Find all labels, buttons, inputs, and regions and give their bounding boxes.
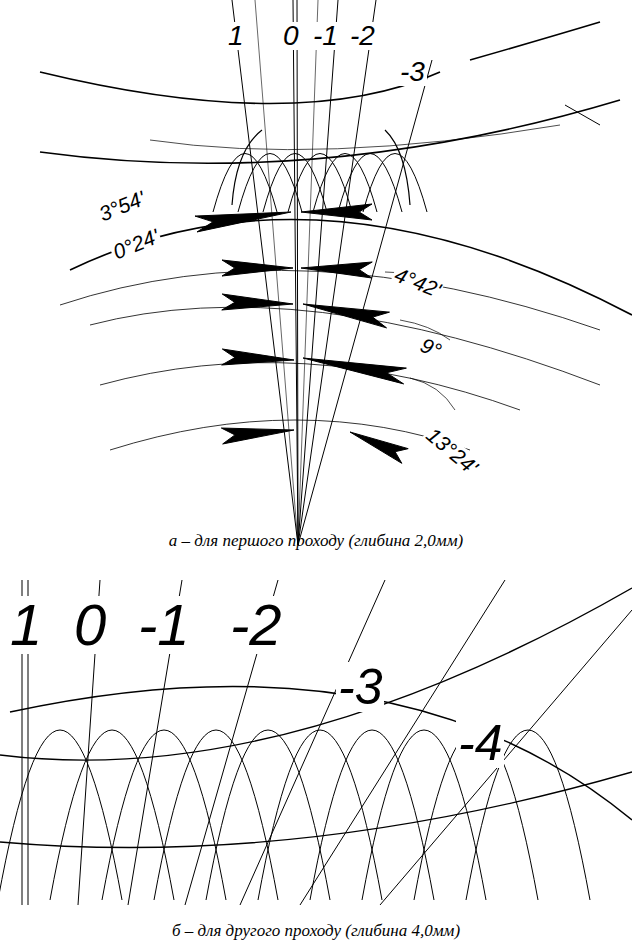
position-number: 0 — [72, 596, 108, 654]
level-arc — [100, 363, 520, 410]
angle-label: 4°42' — [390, 263, 446, 302]
level-arc — [60, 270, 600, 330]
outer-arc — [0, 588, 632, 760]
arrowhead — [222, 294, 293, 310]
thin-arc — [150, 125, 560, 150]
radial-line — [293, 0, 298, 545]
position-number: 1 — [226, 22, 246, 50]
tooth-profile — [154, 730, 278, 900]
outer-arc — [40, 100, 620, 163]
radial-line — [298, 0, 376, 545]
radial-line — [255, 0, 298, 545]
arrowhead — [301, 262, 372, 278]
arrowhead — [301, 204, 372, 220]
tooth-profile — [263, 154, 327, 213]
tooth-profile — [385, 130, 410, 205]
arrowhead — [222, 349, 294, 365]
position-number: -3 — [336, 662, 384, 712]
tooth-profile — [310, 730, 434, 900]
level-arc — [90, 307, 600, 385]
arrowhead — [221, 428, 294, 444]
arrowhead — [303, 358, 406, 384]
angle-label: 3°54' — [94, 186, 150, 225]
tooth-profile — [213, 154, 277, 213]
tooth-profile — [313, 154, 377, 213]
radial-line — [297, 0, 298, 545]
figure-caption: б – для другого проходу (глибина 4,0мм) — [0, 922, 632, 939]
tooth-profile — [232, 130, 262, 205]
arrowhead — [222, 260, 293, 276]
angle-label: 0°24' — [108, 224, 164, 263]
tooth-profile — [363, 154, 427, 213]
tooth-profile — [238, 154, 302, 213]
position-number: -3 — [398, 58, 427, 86]
outer-arc — [565, 105, 600, 125]
tooth-profile — [0, 730, 122, 900]
position-number: -2 — [348, 22, 377, 50]
level-arc — [110, 420, 470, 450]
arrowhead — [195, 212, 291, 232]
outer-arc — [10, 686, 632, 820]
position-number: -1 — [311, 22, 340, 50]
position-number: -4 — [456, 718, 504, 768]
pitch-arc — [70, 219, 632, 315]
radial-line — [298, 60, 432, 545]
tooth-profile — [50, 730, 174, 900]
position-number: 0 — [281, 22, 301, 50]
outer-arc — [470, 22, 600, 60]
outer-arc — [40, 72, 440, 104]
position-number: 1 — [8, 596, 44, 654]
tooth-profile — [258, 730, 382, 900]
tooth-profile — [206, 730, 330, 900]
figure-caption: а – для першого проходу (глибина 2,0мм) — [0, 532, 632, 549]
leader-line — [410, 378, 455, 410]
angle-label: 9° — [416, 333, 447, 362]
tooth-profile — [338, 154, 402, 213]
tooth-profile — [288, 154, 352, 213]
angle-label: 13°24' — [421, 422, 483, 479]
position-number: -1 — [136, 596, 192, 654]
tooth-profile — [102, 730, 226, 900]
radial-line — [298, 0, 318, 545]
pass-one-panel — [40, 0, 632, 545]
arrowhead — [350, 432, 408, 463]
arrowhead — [303, 304, 389, 328]
position-number: -2 — [228, 596, 284, 654]
pass-two-panel — [0, 580, 632, 905]
